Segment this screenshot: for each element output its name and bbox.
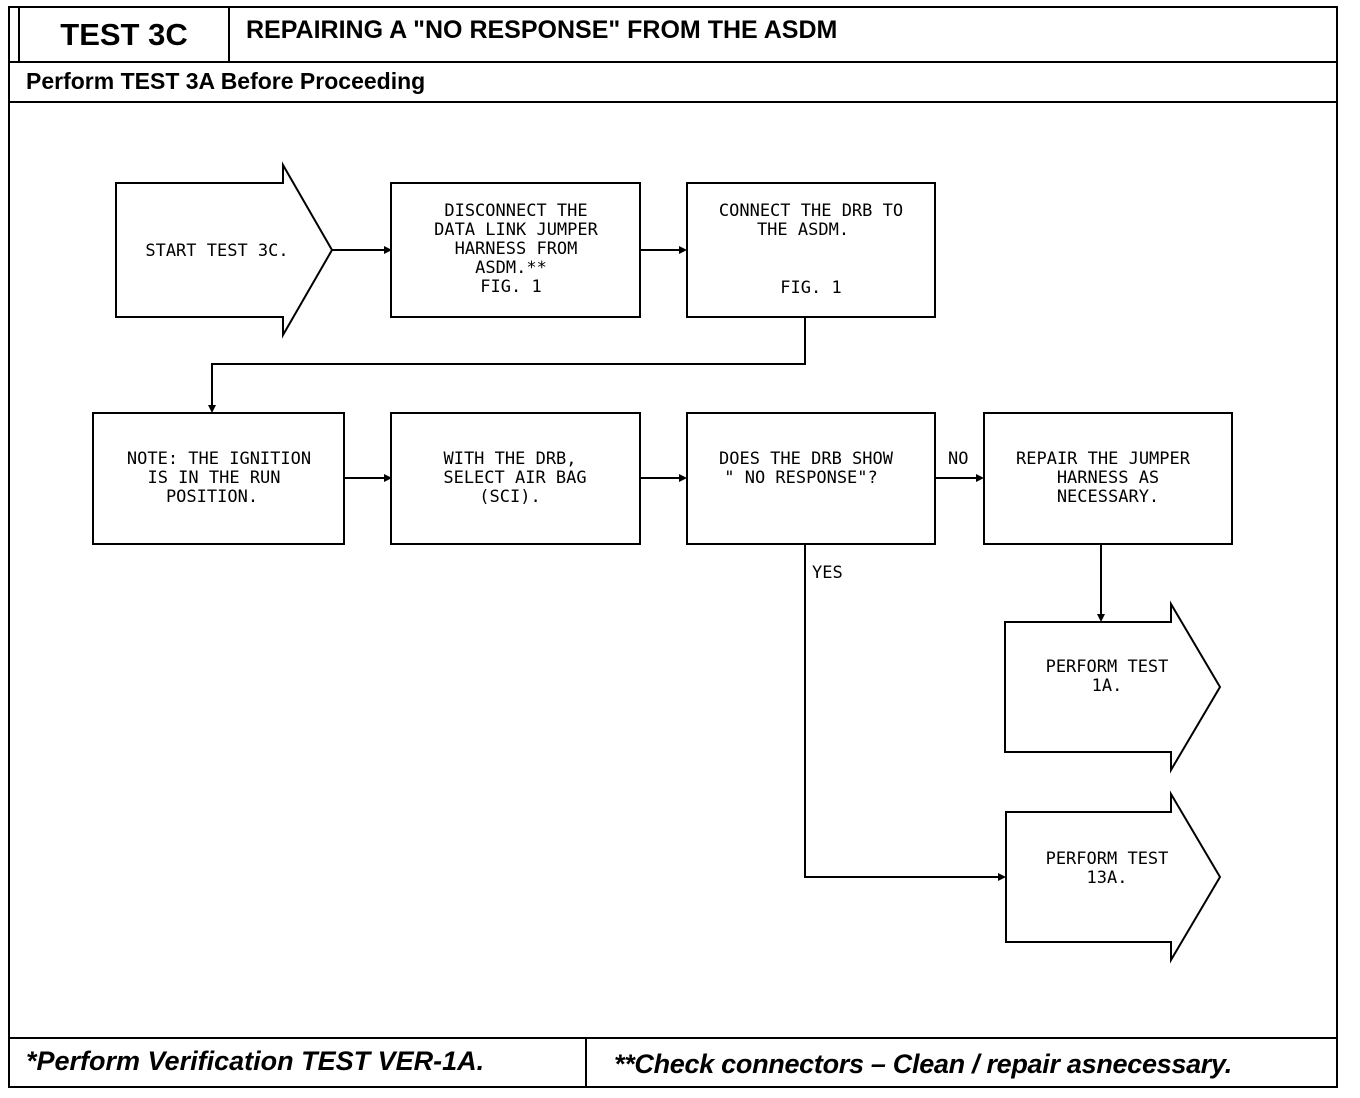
step-select-line: SELECT AIR BAG: [443, 468, 586, 488]
step-disconnect: DISCONNECT THE DATA LINK JUMPER HARNESS …: [390, 182, 641, 318]
step-note-line: NOTE: THE IGNITION: [127, 449, 311, 469]
step-note-line: POSITION.: [166, 487, 258, 507]
decision-line: " NO RESPONSE"?: [724, 468, 878, 488]
step-note-line: IS IN THE RUN: [147, 468, 280, 488]
arrowhead: [998, 873, 1006, 881]
step-disconnect-line: DISCONNECT THE: [444, 201, 587, 221]
step-select-line: WITH THE DRB,: [443, 449, 576, 469]
step-repair-line: REPAIR THE JUMPER: [1016, 449, 1191, 469]
step-disconnect-line: ASDM.**: [475, 258, 547, 278]
step-connect-line: FIG. 1: [780, 278, 841, 298]
end-1a-line: PERFORM TEST: [1046, 657, 1169, 677]
connector-decision-13a: [804, 544, 1000, 878]
decision-line: DOES THE DRB SHOW: [719, 449, 894, 469]
step-select: WITH THE DRB, SELECT AIR BAG (SCI).: [390, 412, 641, 545]
header-row: [8, 6, 1338, 63]
connector-connect-note: [211, 317, 806, 407]
arrowhead: [1097, 614, 1105, 622]
footer-row: [8, 1037, 1338, 1088]
page-frame: [8, 6, 1338, 1088]
start-label: START TEST 3C.: [145, 241, 288, 261]
arrowhead: [384, 474, 392, 482]
arrowhead: [384, 246, 392, 254]
label-yes: YES: [812, 563, 843, 583]
step-connect: CONNECT THE DRB TO THE ASDM. FIG. 1: [686, 182, 936, 318]
step-select-line: (SCI).: [479, 487, 540, 507]
footer-divider: [585, 1037, 587, 1088]
step-disconnect-line: FIG. 1: [480, 277, 541, 297]
footer-connector-note: **Check connectors – Clean / repair asne…: [614, 1049, 1232, 1079]
step-repair-line: NECESSARY.: [1057, 487, 1159, 507]
end-arrow-test-1a: PERFORM TEST 1A.: [1004, 600, 1222, 774]
step-repair: REPAIR THE JUMPER HARNESS AS NECESSARY.: [983, 412, 1233, 545]
step-disconnect-line: DATA LINK JUMPER: [434, 220, 599, 240]
arrowhead: [208, 405, 216, 413]
step-connect-line: THE ASDM.: [757, 220, 849, 240]
label-no: NO: [948, 449, 968, 469]
step-repair-line: HARNESS AS: [1057, 468, 1159, 488]
step-note: NOTE: THE IGNITION IS IN THE RUN POSITIO…: [92, 412, 345, 545]
connectors: [208, 246, 1105, 881]
arrowhead: [679, 474, 687, 482]
test-id-box: TEST 3C: [18, 8, 230, 63]
footer-verification-note: *Perform Verification TEST VER-1A.: [26, 1046, 485, 1076]
step-disconnect-line: HARNESS FROM: [455, 239, 578, 259]
end-1a-line: 1A.: [1092, 676, 1123, 696]
page-subtitle: Perform TEST 3A Before Proceeding: [26, 68, 426, 94]
subtitle-row: [8, 63, 1338, 103]
start-arrow: START TEST 3C.: [115, 161, 334, 339]
end-arrow-test-13a: PERFORM TEST 13A.: [1005, 790, 1222, 964]
arrowhead: [679, 246, 687, 254]
decision-box: DOES THE DRB SHOW " NO RESPONSE"?: [686, 412, 936, 545]
page-title: REPAIRING A "NO RESPONSE" FROM THE ASDM: [246, 16, 838, 44]
step-connect-line: CONNECT THE DRB TO: [719, 201, 903, 221]
end-13a-line: 13A.: [1087, 868, 1128, 888]
arrowhead: [976, 474, 984, 482]
end-13a-line: PERFORM TEST: [1046, 849, 1169, 869]
